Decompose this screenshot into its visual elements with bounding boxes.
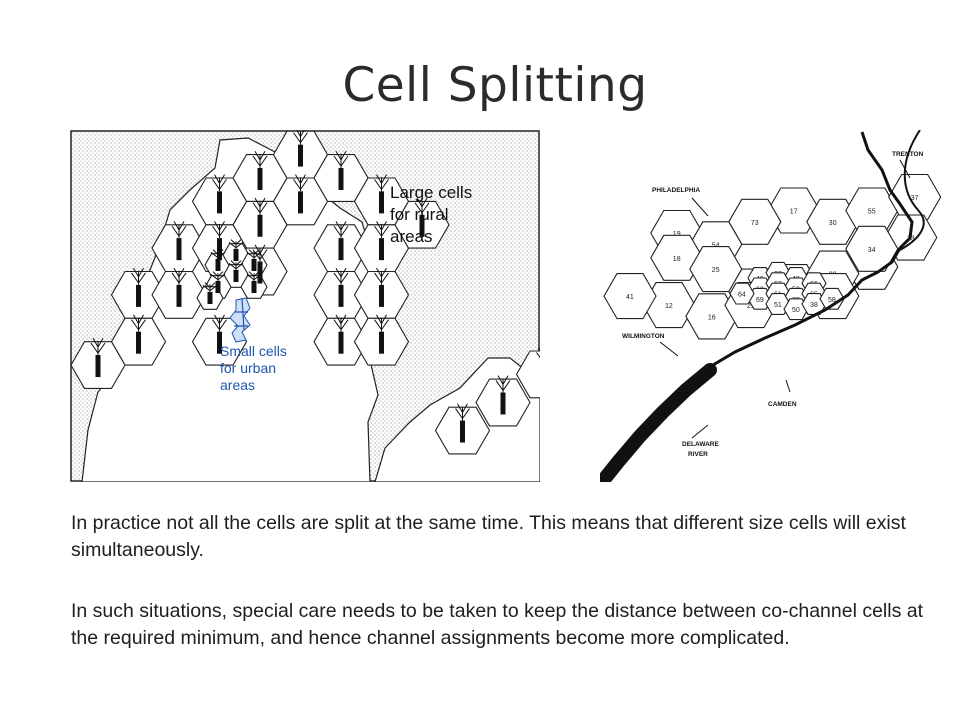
- svg-text:areas: areas: [220, 377, 255, 393]
- small-cell-number: 69: [756, 297, 764, 304]
- label-small-cells: Small cells for urban areas: [220, 343, 287, 393]
- small-cell-number: 51: [774, 302, 782, 309]
- paragraph-2: In such situations, special care needs t…: [71, 600, 924, 649]
- tower-icon: [131, 314, 146, 354]
- right-cells-group: 1773305537195413181525311216232934412135…: [603, 173, 942, 340]
- place-trenton: TRENTON: [892, 151, 924, 158]
- small-cell: [819, 287, 845, 310]
- svg-text:DELAWARE: DELAWARE: [682, 441, 720, 448]
- tower-icon: [252, 197, 268, 237]
- label-small-line-3: areas: [220, 377, 255, 393]
- tower-icon: [252, 150, 268, 190]
- label-small-line-1: Small cells: [220, 343, 287, 359]
- cell: [603, 273, 657, 320]
- tower-icon: [212, 174, 227, 214]
- tower-icons-group: [90, 130, 540, 443]
- cell-number: 19: [673, 231, 681, 238]
- small-cell-number: 64: [738, 292, 746, 299]
- paragraph-1: In practice not all the cells are split …: [71, 512, 906, 561]
- small-cell: [729, 282, 755, 305]
- tower-icon: [374, 174, 389, 214]
- svg-text:RIVER: RIVER: [688, 451, 708, 458]
- cell-number: 18: [673, 256, 681, 263]
- label-small-line-2: for urban: [220, 360, 276, 376]
- cell-number: 41: [626, 294, 634, 301]
- cell-number: 12: [665, 303, 673, 310]
- svg-text:Small cells: Small cells: [220, 343, 287, 359]
- place-philadelphia: PHILADELPHIA: [652, 187, 700, 194]
- cell-number: 34: [868, 247, 876, 254]
- cell: [845, 225, 899, 272]
- tower-icon: [333, 314, 349, 354]
- tower-icon: [131, 267, 146, 307]
- svg-text:CAMDEN: CAMDEN: [768, 401, 797, 408]
- cell-number: 37: [911, 195, 919, 202]
- svg-text:areas: areas: [390, 227, 433, 246]
- svg-text:for rural: for rural: [390, 205, 449, 224]
- tower-icon: [374, 314, 389, 354]
- tower-icon-small: [202, 282, 218, 304]
- tower-icon-small: [228, 239, 244, 261]
- cell-number: 30: [829, 220, 837, 227]
- tower-icon: [293, 130, 308, 167]
- tower-icon-small: [228, 260, 244, 282]
- tower-icon: [171, 267, 187, 307]
- svg-text:TRENTON: TRENTON: [892, 151, 924, 158]
- large-cells-group: [70, 130, 540, 455]
- large-cell: [515, 350, 540, 399]
- tower-icon: [171, 221, 187, 261]
- cell-number: 25: [712, 267, 720, 274]
- tower-icon: [374, 267, 389, 307]
- label-large-line-1: Large cells: [390, 183, 472, 202]
- cell-number: 21: [747, 303, 755, 310]
- river-branch: [899, 130, 925, 251]
- tower-icon: [414, 197, 430, 237]
- tower-icon: [293, 174, 308, 214]
- tower-icon: [455, 403, 470, 443]
- label-large-cells: Large cells for rural areas: [390, 183, 472, 246]
- label-arrows: [659, 159, 911, 439]
- tower-icon: [536, 347, 540, 359]
- tower-icon-small: [210, 271, 226, 293]
- tower-icon: [333, 267, 349, 307]
- svg-text:WILMINGTON: WILMINGTON: [622, 333, 665, 340]
- cell-map-figure: Large cells for rural areas Small cells …: [70, 130, 540, 482]
- tower-icon: [212, 314, 227, 354]
- tower-icon: [90, 338, 106, 378]
- svg-text:Large cells: Large cells: [390, 183, 472, 202]
- philadelphia-cell-layout: 1773305537195413181525311216232934412135…: [600, 130, 942, 482]
- cell-number: 17: [790, 209, 798, 216]
- svg-text:PHILADELPHIA: PHILADELPHIA: [652, 187, 700, 194]
- small-cell-number: 58: [828, 297, 836, 304]
- small-cell-cluster-icon: [229, 297, 251, 343]
- cell-number: 73: [751, 220, 759, 227]
- tower-icon: [333, 150, 349, 190]
- cell-number: 16: [708, 314, 716, 321]
- tower-icon: [374, 221, 389, 261]
- tower-icon-small: [246, 249, 262, 271]
- label-large-line-3: areas: [390, 227, 433, 246]
- small-cell-number: 50: [792, 307, 800, 314]
- tower-icon: [333, 221, 349, 261]
- tower-icon-small: [210, 249, 226, 271]
- cell-number: 54: [712, 242, 720, 249]
- cell-number: 55: [868, 209, 876, 216]
- tower-icon-small: [246, 271, 262, 293]
- place-wilmington: WILMINGTON: [622, 333, 665, 340]
- small-cell-number: 38: [810, 302, 818, 309]
- place-camden: CAMDEN: [768, 401, 797, 408]
- place-river-line-2: RIVER: [688, 451, 708, 458]
- place-river-line-1: DELAWARE: [682, 441, 720, 448]
- tower-icon: [212, 221, 227, 261]
- slide-title: Cell Splitting: [342, 58, 648, 113]
- label-large-line-2: for rural: [390, 205, 449, 224]
- tower-icon: [495, 375, 511, 415]
- delaware-river-lower: [600, 363, 717, 482]
- svg-text:for urban: for urban: [220, 360, 276, 376]
- place-labels: TRENTON PHILADELPHIA WILMINGTON CAMDEN D…: [622, 151, 924, 458]
